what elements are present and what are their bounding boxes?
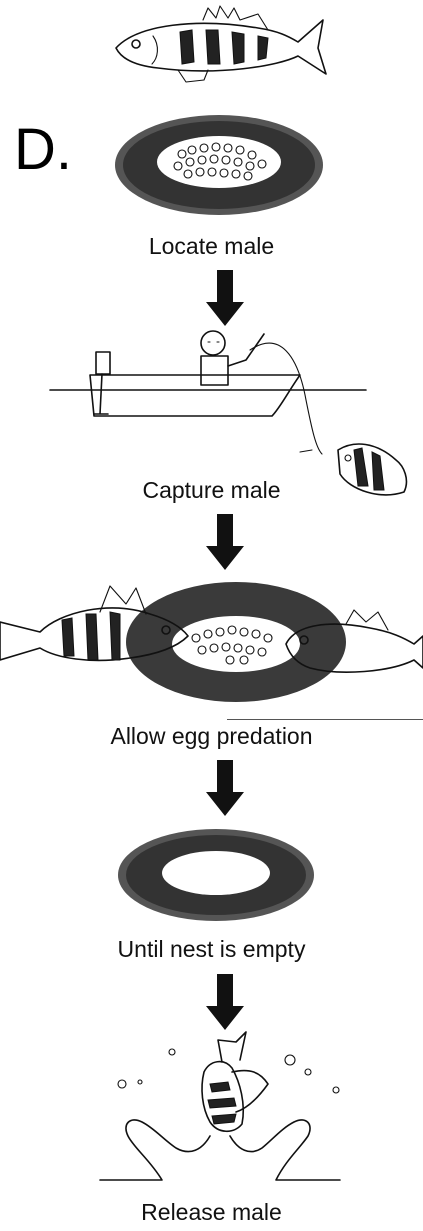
step-caption-locate: Locate male bbox=[0, 232, 423, 260]
step-caption-predation: Allow egg predation bbox=[0, 722, 423, 750]
egg-nest-illustration bbox=[112, 112, 327, 218]
step-caption-release: Release male bbox=[0, 1198, 423, 1226]
step-caption-empty: Until nest is empty bbox=[0, 935, 423, 963]
male-fish-illustration bbox=[108, 6, 338, 86]
divider-line bbox=[227, 719, 423, 720]
panel-label: D. bbox=[14, 120, 72, 180]
down-arrow-icon bbox=[206, 270, 244, 326]
down-arrow-icon bbox=[206, 974, 244, 1030]
predators-at-nest-illustration bbox=[0, 572, 423, 712]
down-arrow-icon bbox=[206, 760, 244, 816]
empty-nest-illustration bbox=[116, 826, 316, 924]
down-arrow-icon bbox=[206, 514, 244, 570]
step-caption-capture: Capture male bbox=[0, 476, 423, 504]
fish-splash-illustration bbox=[100, 1032, 340, 1192]
